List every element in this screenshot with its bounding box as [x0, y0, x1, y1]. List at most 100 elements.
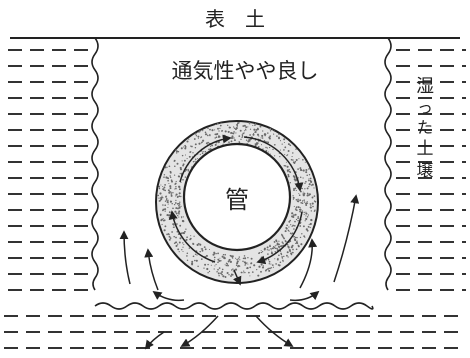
stipple-dot — [201, 248, 204, 250]
stipple-dot — [264, 269, 267, 272]
stipple-dot — [175, 207, 178, 210]
stipple-dot — [169, 191, 171, 193]
stipple-dot — [191, 262, 194, 265]
stipple-dot — [280, 252, 282, 255]
stipple-dot — [308, 185, 310, 188]
stipple-dot — [204, 263, 207, 266]
stipple-dot — [303, 213, 305, 215]
stipple-dot — [208, 134, 211, 136]
stipple-dot — [309, 226, 311, 229]
stipple-dot — [222, 254, 225, 256]
stipple-dot — [230, 275, 232, 277]
stipple-dot — [177, 248, 180, 251]
stipple-dot — [227, 130, 230, 133]
stipple-dot — [290, 246, 293, 249]
stipple-dot — [228, 126, 231, 129]
stipple-dot — [293, 224, 296, 227]
stipple-dot — [278, 240, 280, 242]
stipple-dot — [249, 275, 251, 277]
stipple-dot — [273, 240, 276, 243]
stipple-dot — [202, 129, 204, 132]
stipple-dot — [266, 147, 268, 149]
stipple-dot — [244, 128, 247, 130]
stipple-dot — [165, 195, 167, 198]
stipple-dot — [301, 187, 303, 190]
stipple-dot — [209, 128, 211, 131]
stipple-dot — [305, 212, 308, 215]
stipple-dot — [235, 264, 238, 267]
stipple-dot — [303, 192, 306, 195]
stipple-dot — [168, 217, 170, 219]
stipple-dot — [302, 177, 304, 179]
stipple-dot — [257, 274, 260, 277]
stipple-dot — [178, 251, 180, 253]
stipple-dot — [209, 145, 212, 147]
stipple-dot — [161, 218, 164, 221]
stipple-dot — [310, 180, 313, 183]
stipple-dot — [186, 236, 188, 239]
stipple-dot — [158, 200, 161, 202]
stipple-dot — [204, 150, 207, 153]
stipple-dot — [287, 175, 290, 178]
stipple-dot — [182, 246, 184, 248]
stipple-dot — [203, 267, 205, 269]
stipple-dot — [175, 212, 178, 215]
stipple-dot — [218, 135, 221, 138]
stipple-dot — [220, 122, 222, 124]
stipple-dot — [313, 200, 316, 202]
stipple-dot — [167, 203, 169, 205]
stipple-dot — [287, 173, 290, 176]
stipple-dot — [205, 254, 208, 257]
stipple-dot — [158, 187, 161, 190]
stipple-dot — [244, 271, 246, 274]
stipple-dot — [188, 138, 190, 140]
stipple-dot — [298, 158, 300, 160]
stipple-dot — [162, 218, 164, 220]
stipple-dot — [230, 132, 232, 134]
stipple-dot — [158, 197, 160, 199]
stipple-dot — [175, 241, 178, 244]
stipple-dot — [179, 224, 182, 227]
stipple-dot — [274, 247, 277, 250]
stipple-dot — [173, 235, 175, 238]
stipple-dot — [248, 138, 251, 141]
stipple-dot — [217, 252, 219, 255]
stipple-dot — [311, 219, 313, 222]
stipple-dot — [292, 159, 294, 161]
stipple-dot — [283, 141, 285, 144]
stipple-dot — [273, 246, 276, 249]
stipple-dot — [304, 182, 306, 184]
stipple-dot — [200, 136, 203, 138]
stipple-dot — [174, 165, 176, 168]
stipple-dot — [311, 184, 313, 186]
stipple-dot — [289, 182, 291, 184]
stipple-dot — [217, 258, 220, 261]
stipple-dot — [260, 144, 263, 146]
stipple-dot — [281, 143, 283, 145]
stipple-dot — [285, 227, 288, 230]
stipple-dot — [219, 257, 221, 259]
stipple-dot — [157, 194, 159, 197]
stipple-dot — [179, 201, 181, 203]
stipple-dot — [176, 152, 178, 154]
stipple-dot — [286, 224, 288, 227]
stipple-dot — [190, 235, 192, 237]
stipple-dot — [268, 269, 271, 272]
stipple-dot — [297, 168, 299, 170]
stipple-dot — [164, 189, 167, 192]
wet-soil-char: 湿 — [416, 76, 434, 97]
stipple-dot — [254, 131, 257, 133]
stipple-dot — [299, 236, 302, 239]
stipple-dot — [292, 236, 294, 238]
stipple-dot — [177, 211, 180, 214]
stipple-dot — [267, 132, 269, 134]
stipple-dot — [297, 245, 300, 248]
stipple-dot — [172, 192, 174, 194]
stipple-dot — [164, 210, 166, 212]
stipple-dot — [223, 256, 226, 259]
stipple-dot — [287, 256, 289, 258]
stipple-dot — [174, 202, 177, 204]
stipple-dot — [199, 243, 202, 246]
flow-arrow — [255, 315, 294, 347]
stipple-dot — [218, 267, 221, 269]
